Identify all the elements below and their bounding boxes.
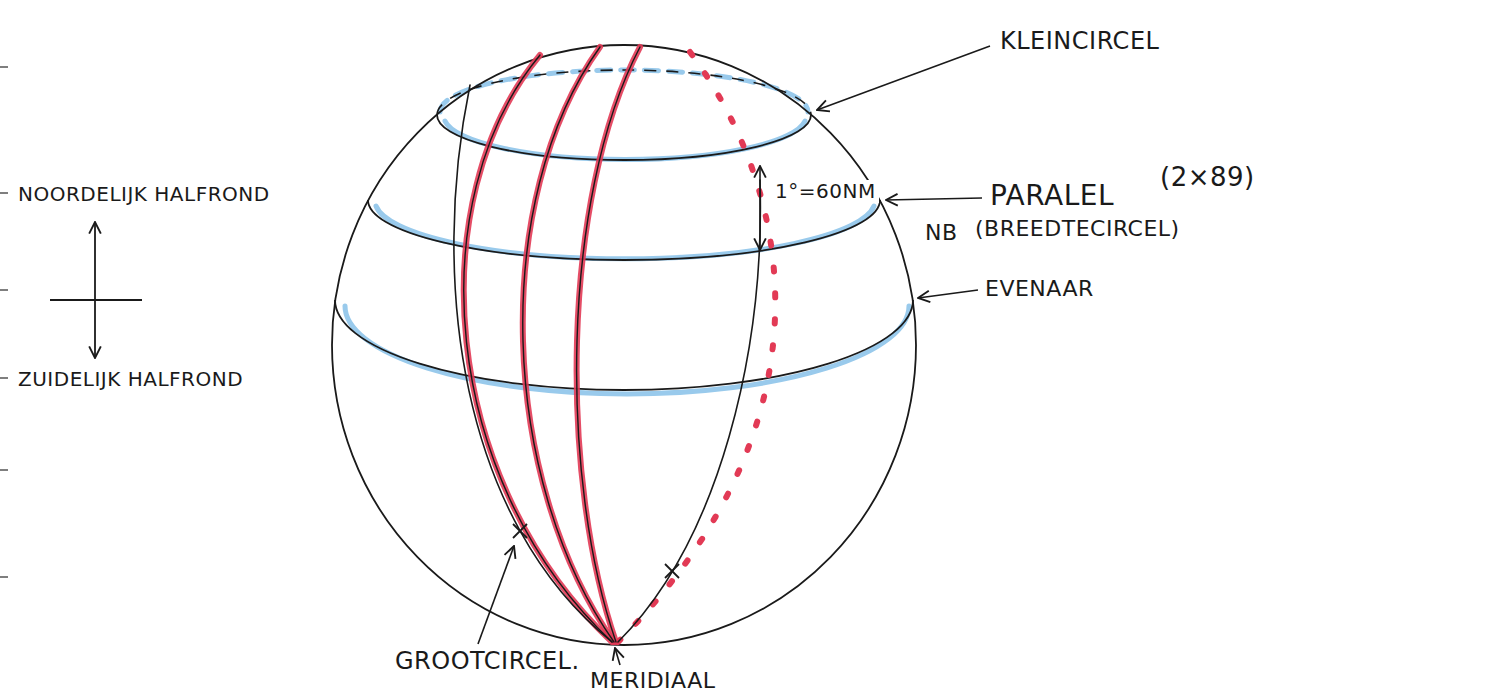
note-label: (BREEDTECIRCEL) <box>975 216 1180 241</box>
hemisphere-label: NOORDELIJK HALFROND <box>18 183 270 206</box>
globe-outline <box>332 45 916 645</box>
degree-dimension <box>759 166 761 250</box>
callout-label: GROOTCIRCEL. <box>395 648 580 676</box>
note-label: (2×89) <box>1160 163 1255 193</box>
margin-ticks <box>0 67 8 577</box>
equator-line <box>335 300 913 390</box>
callout-label: MERIDIAAL <box>590 668 716 693</box>
callout-label: EVENAAR <box>985 276 1094 301</box>
cross-marks <box>513 524 679 578</box>
leader-arrows <box>478 46 990 665</box>
meridians <box>454 47 775 642</box>
blue-highlights <box>345 70 909 394</box>
parallel-line <box>368 200 880 260</box>
callout-label: KLEINCIRCEL <box>1000 28 1159 56</box>
dimension-label: 1°=60NM <box>772 180 879 203</box>
callout-label: PARALEL <box>990 180 1114 212</box>
hemisphere-label: ZUIDELIJK HALFROND <box>18 368 243 391</box>
note-label: NB <box>925 220 958 245</box>
hemisphere-arrows <box>50 222 142 358</box>
